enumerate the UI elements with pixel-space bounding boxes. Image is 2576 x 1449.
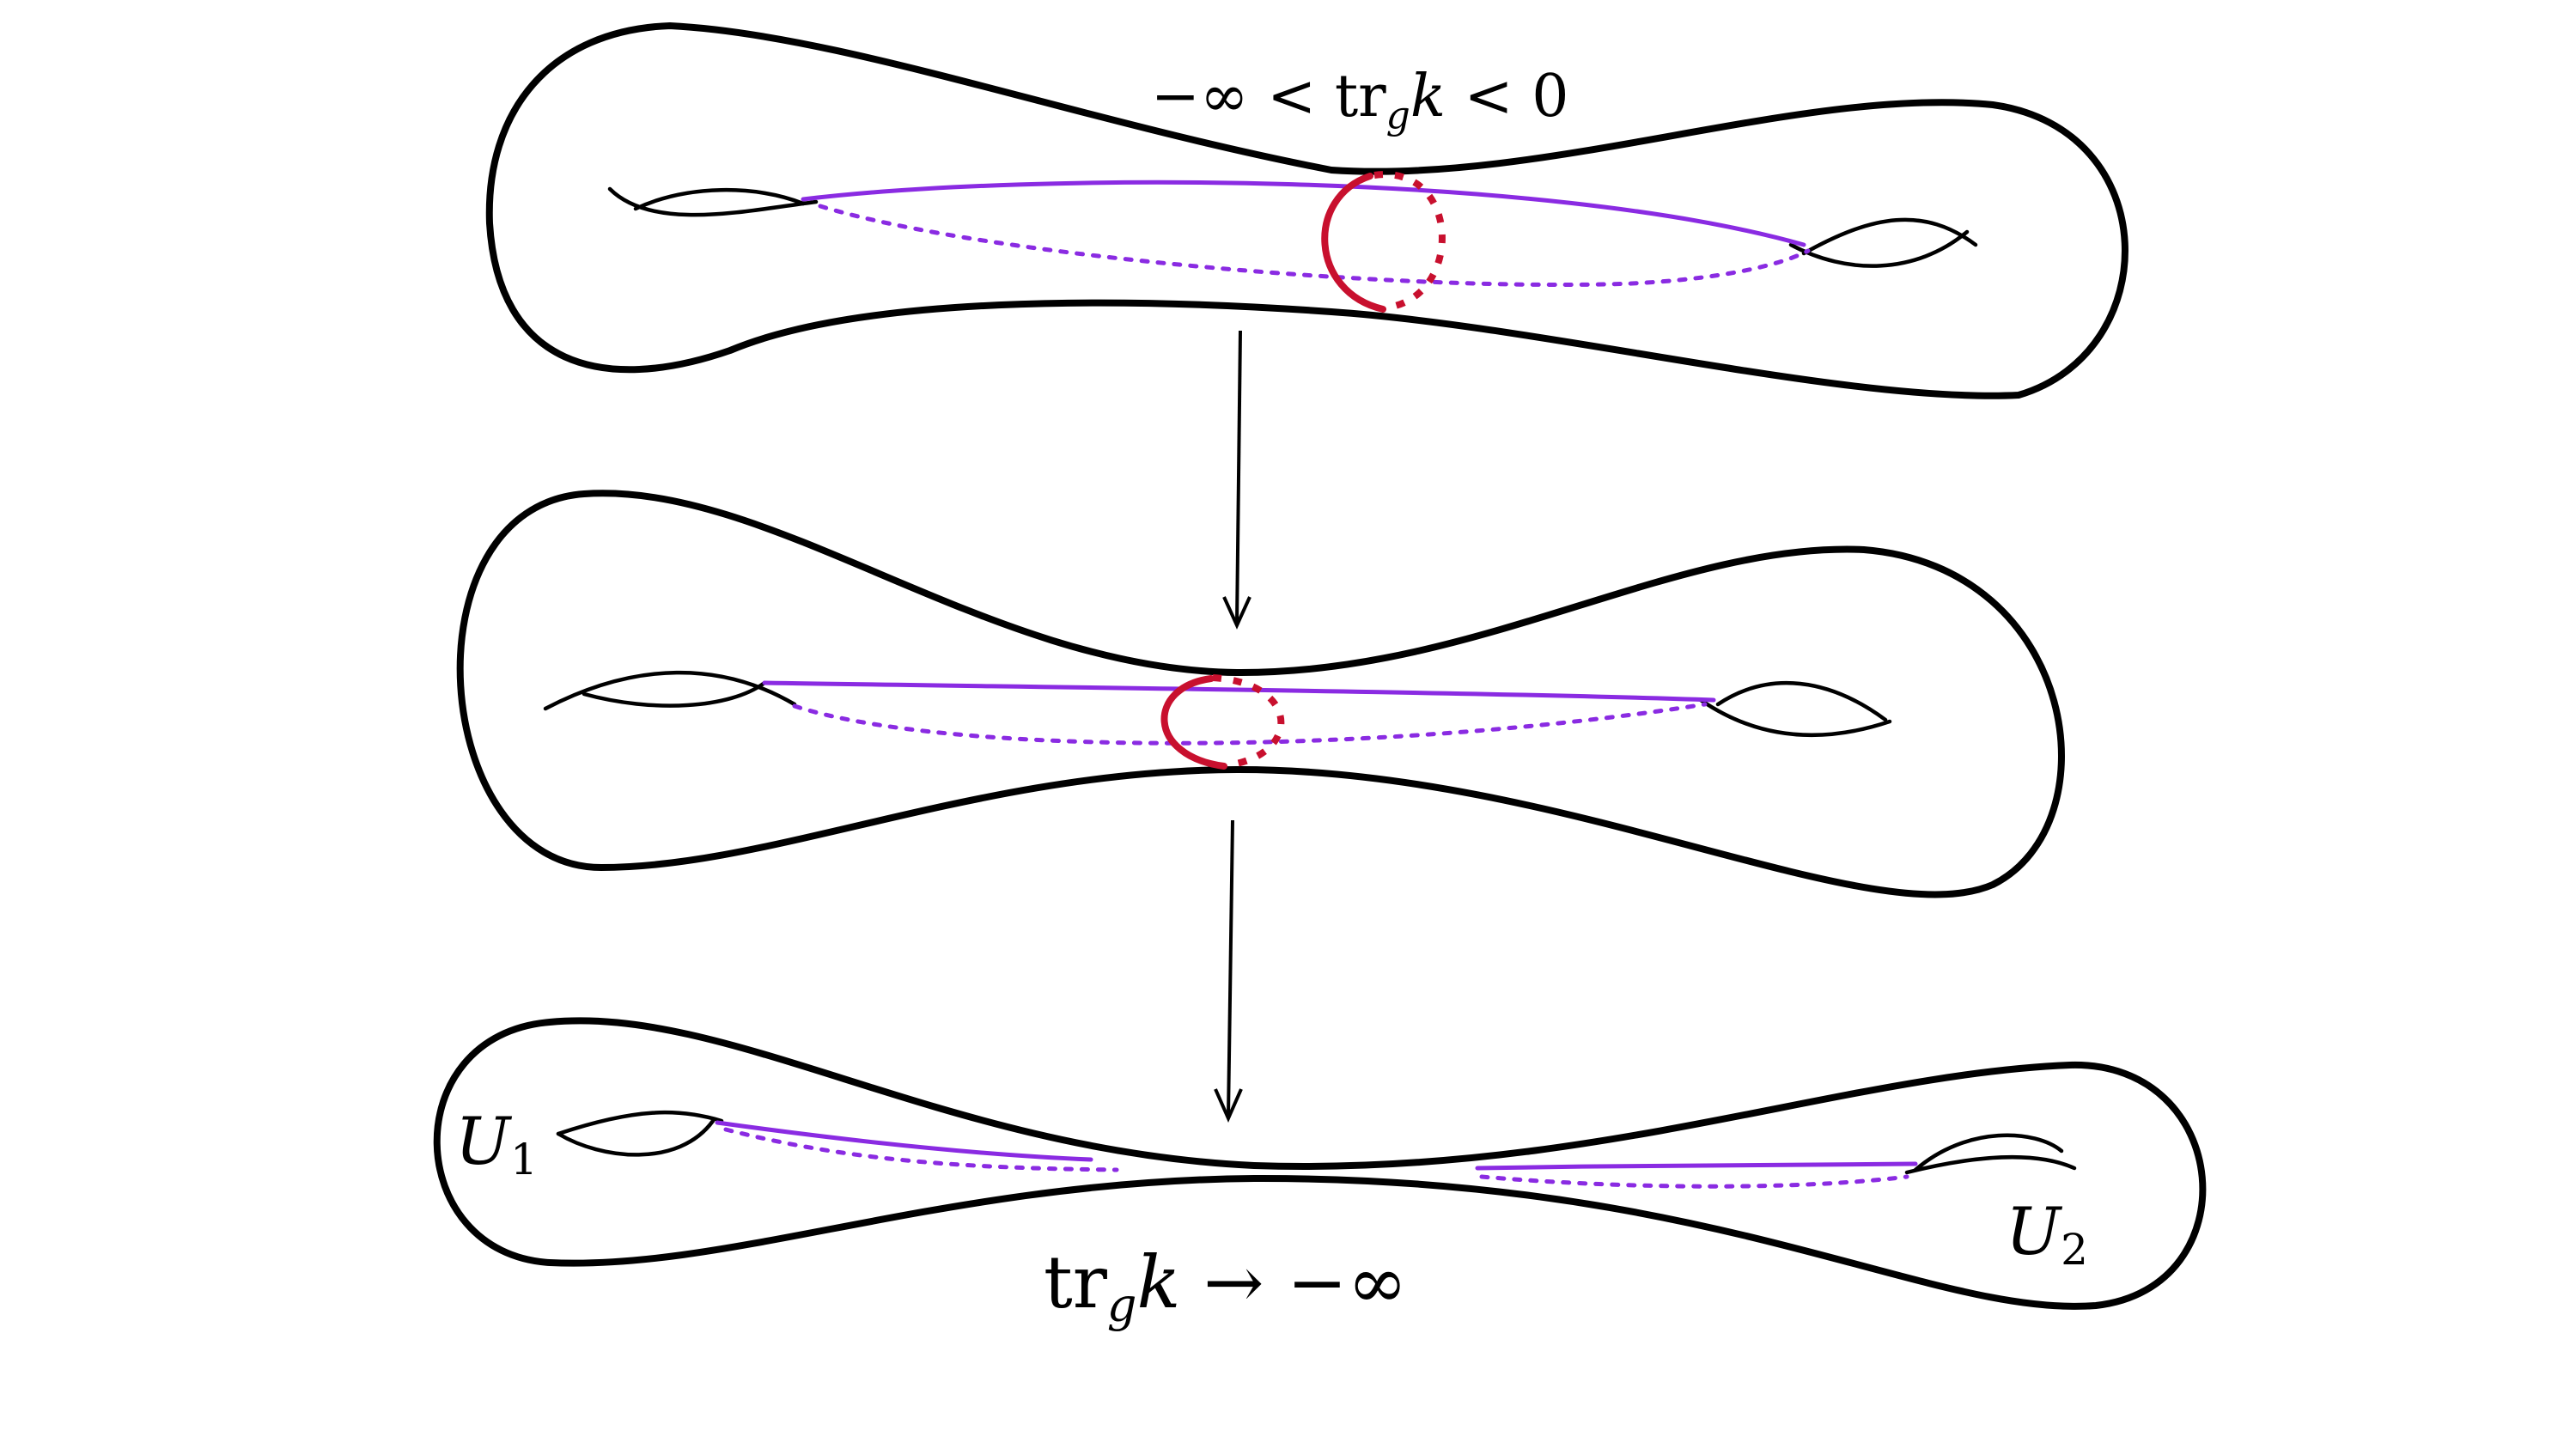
stage-1-neck-circle-front bbox=[1321, 173, 1386, 313]
arrow-stage-2-to-3 bbox=[1214, 819, 1243, 1123]
stage-3-geodesic-left-front bbox=[715, 1120, 1093, 1162]
stage-1-left-handle-lip bbox=[633, 187, 806, 211]
region-u2-label: U2 bbox=[2006, 1193, 2088, 1275]
stage-3-geodesic-left-back bbox=[723, 1127, 1119, 1172]
stage-3-outline bbox=[433, 1017, 2207, 1310]
stage-3-geodesic-right-front bbox=[1475, 1161, 1918, 1171]
stage-2-right-handle bbox=[1698, 697, 1892, 738]
stage-2-left-handle-lip bbox=[582, 680, 767, 708]
stage-2-geodesic-back bbox=[792, 702, 1708, 746]
stage-2-neck-circle-back bbox=[1212, 674, 1285, 769]
stage-2-surface bbox=[456, 490, 2065, 898]
bottom-condition-label: trgk → −∞ bbox=[1044, 1240, 1408, 1332]
arrow-stage-1-to-2 bbox=[1222, 330, 1251, 630]
stage-1-outline bbox=[485, 22, 2128, 399]
stage-3-left-handle bbox=[556, 1110, 724, 1136]
top-condition-label: −∞ < trgk < 0 bbox=[1151, 63, 1569, 137]
stage-1-left-handle bbox=[607, 186, 819, 217]
stage-1-neck-circle-back bbox=[1373, 171, 1446, 311]
region-u1-label: U1 bbox=[455, 1103, 538, 1184]
stage-3-right-handle bbox=[1904, 1155, 2077, 1175]
stage-3-right-handle-lip bbox=[1913, 1133, 2064, 1172]
stage-2-neck-circle-front bbox=[1160, 675, 1227, 770]
stage-1-right-handle-lip bbox=[1788, 229, 1970, 268]
stage-3-left-handle-lip bbox=[556, 1118, 716, 1157]
stage-3-surface bbox=[433, 1017, 2207, 1310]
stage-1-geodesic-front bbox=[801, 180, 1806, 247]
stage-2-geodesic-front bbox=[762, 680, 1716, 703]
stage-2-left-handle bbox=[543, 670, 797, 711]
stage-3-geodesic-right-back bbox=[1479, 1174, 1909, 1189]
stage-1-geodesic-back bbox=[818, 204, 1811, 288]
stage-1-surface bbox=[485, 22, 2128, 399]
stage-2-outline bbox=[456, 490, 2065, 898]
stage-1-right-handle bbox=[1801, 217, 1978, 256]
stage-2-right-handle-lip bbox=[1715, 680, 1888, 722]
